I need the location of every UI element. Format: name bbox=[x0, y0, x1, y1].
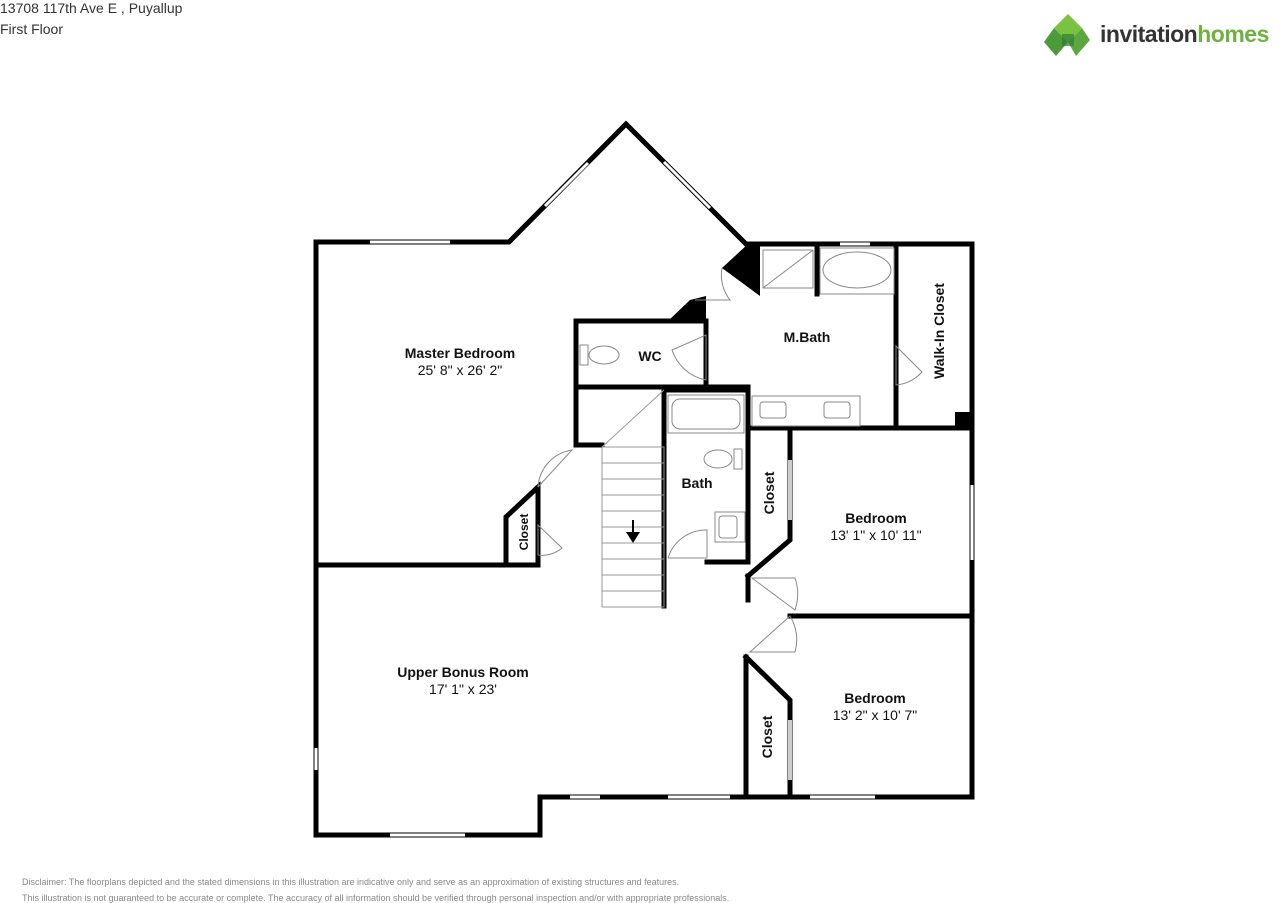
brand-logo: invitationhomes bbox=[1044, 12, 1280, 60]
floor-label: First Floor bbox=[0, 21, 63, 37]
label-closet-bed2: Closet bbox=[759, 715, 775, 758]
logo-wordmark: invitationhomes bbox=[1100, 21, 1269, 48]
toilet-wc-icon bbox=[579, 344, 620, 366]
wall-stair bbox=[573, 384, 605, 448]
disclaimer-line-1: Disclaimer: The floorplans depicted and … bbox=[22, 877, 680, 887]
wall-bath bbox=[661, 387, 751, 565]
wall-wc bbox=[573, 318, 709, 448]
label-bath: Bath bbox=[681, 475, 712, 491]
door-master-entry bbox=[695, 267, 732, 301]
stair-arrow-icon bbox=[626, 520, 640, 543]
label-m-bath: M.Bath bbox=[784, 329, 831, 345]
label-walk-in-closet: Walk-In Closet bbox=[931, 283, 947, 379]
bath-tub-icon bbox=[667, 394, 745, 434]
dims-master-bedroom: 25' 8" x 26' 2" bbox=[418, 362, 503, 378]
label-upper-bonus-room: Upper Bonus Room bbox=[397, 664, 528, 680]
door-wc bbox=[671, 334, 707, 381]
door-master bbox=[537, 449, 574, 488]
logo-word-invitation: invitation bbox=[1100, 21, 1198, 47]
door-bed2 bbox=[748, 615, 798, 653]
tub-icon bbox=[819, 247, 895, 295]
dims-bedroom-2: 13' 2" x 10' 7" bbox=[833, 707, 918, 723]
dims-upper-bonus-room: 17' 1" x 23' bbox=[429, 681, 497, 697]
door-bed1 bbox=[750, 577, 799, 611]
doors bbox=[537, 267, 923, 780]
staircase bbox=[601, 389, 665, 608]
label-closet-bed1: Closet bbox=[761, 471, 777, 514]
room-labels: Master Bedroom 25' 8" x 26' 2" WC M.Bath… bbox=[397, 283, 947, 759]
toilet-bath-icon bbox=[703, 448, 743, 470]
vanity-icon bbox=[751, 395, 861, 427]
dims-bedroom-1: 13' 1" x 10' 11" bbox=[830, 527, 921, 543]
bath-sink-icon bbox=[714, 511, 746, 543]
wall-fills bbox=[668, 244, 972, 430]
label-wc: WC bbox=[638, 348, 661, 364]
label-closet-master: Closet bbox=[517, 514, 531, 551]
disclaimer-line-2: This illustration is not guaranteed to b… bbox=[22, 893, 730, 903]
shower-icon bbox=[762, 249, 814, 289]
fixtures bbox=[579, 247, 895, 543]
logo-mark-icon bbox=[1044, 14, 1090, 56]
door-bath bbox=[667, 529, 708, 559]
door-master-closet bbox=[537, 523, 563, 556]
door-walkin bbox=[895, 344, 923, 386]
property-address: 13708 117th Ave E , Puyallup bbox=[0, 0, 183, 16]
label-bedroom-2: Bedroom bbox=[844, 690, 905, 706]
label-bedroom-1: Bedroom bbox=[845, 510, 906, 526]
logo-word-homes: homes bbox=[1197, 21, 1269, 47]
windows bbox=[314, 160, 974, 837]
label-master-bedroom: Master Bedroom bbox=[405, 345, 515, 361]
